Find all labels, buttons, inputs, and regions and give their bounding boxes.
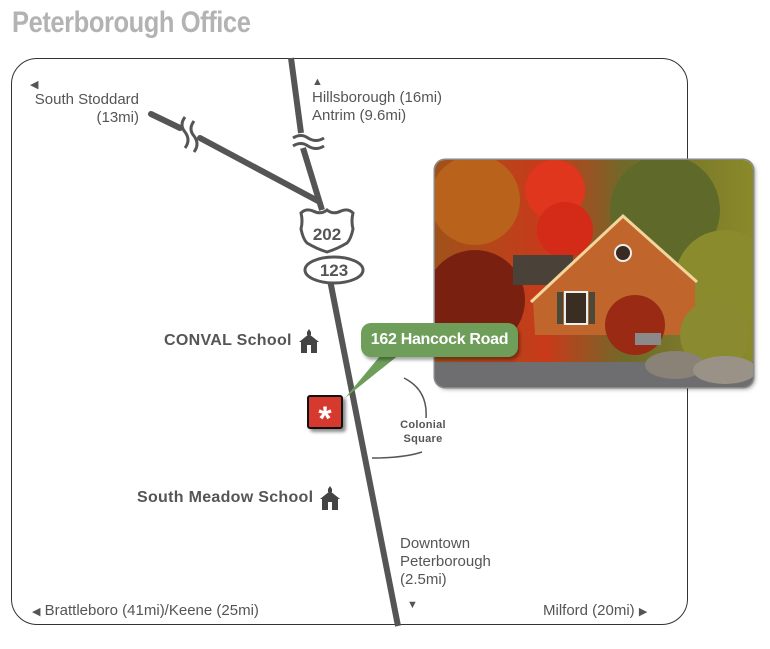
antrim-label: Antrim (9.6mi) [312,107,407,124]
direction-arrow-west2-icon: ◀ [32,606,41,618]
schoolhouse-icon [298,329,319,353]
road-break-main [292,134,325,150]
direction-arrow-east-icon: ▶ [638,606,648,618]
downtown-line2: Peterborough [400,553,491,570]
landmark-colonial-square: Colonial Square [388,418,458,446]
hillsborough-label: Hillsborough (16mi) [312,89,443,106]
stoddard-road [148,111,321,204]
us-202-shield: 202 [299,208,355,254]
label-south-stoddard: South Stoddard (13mi) [27,91,139,127]
south-stoddard-distance: (13mi) [96,109,139,126]
colonial-square-bracket [371,377,427,459]
office-location-marker[interactable]: * [307,395,343,438]
road-break-stoddard [180,116,199,153]
asterisk-icon: * [318,400,332,438]
page-title: Peterborough Office [12,6,251,39]
callout-pointer [345,350,405,398]
brattleboro-keene-text: Brattleboro (41mi)/Keene (25mi) [44,602,259,619]
south-stoddard-name: South Stoddard [34,91,139,108]
label-milford: Milford (20mi) ▶ [543,602,647,621]
direction-arrow-north-icon: ▲ [312,76,323,88]
label-downtown-peterborough: Downtown Peterborough (2.5mi) [400,535,491,589]
address-callout: 162 Hancock Road [361,323,518,357]
direction-arrow-west-icon: ◀ [30,79,39,91]
svg-text:123: 123 [320,261,348,280]
milford-text: Milford (20mi) [543,602,635,619]
label-hillsborough-antrim: Hillsborough (16mi) Antrim (9.6mi) [312,89,442,125]
conval-school-label: CONVAL School [164,332,292,349]
colonial-line1: Colonial [400,419,446,431]
schoolhouse-icon [320,486,341,510]
colonial-line2: Square [403,433,443,445]
landmark-south-meadow-school: South Meadow School [137,485,341,511]
downtown-line3: (2.5mi) [400,571,447,588]
south-meadow-school-label: South Meadow School [137,489,314,506]
nh-123-shield: 123 [303,255,365,285]
label-brattleboro-keene: ◀ Brattleboro (41mi)/Keene (25mi) [32,602,259,621]
direction-arrow-south-icon: ▼ [407,599,418,611]
svg-text:202: 202 [313,225,341,244]
downtown-line1: Downtown [400,535,471,552]
landmark-conval-school: CONVAL School [164,328,320,354]
